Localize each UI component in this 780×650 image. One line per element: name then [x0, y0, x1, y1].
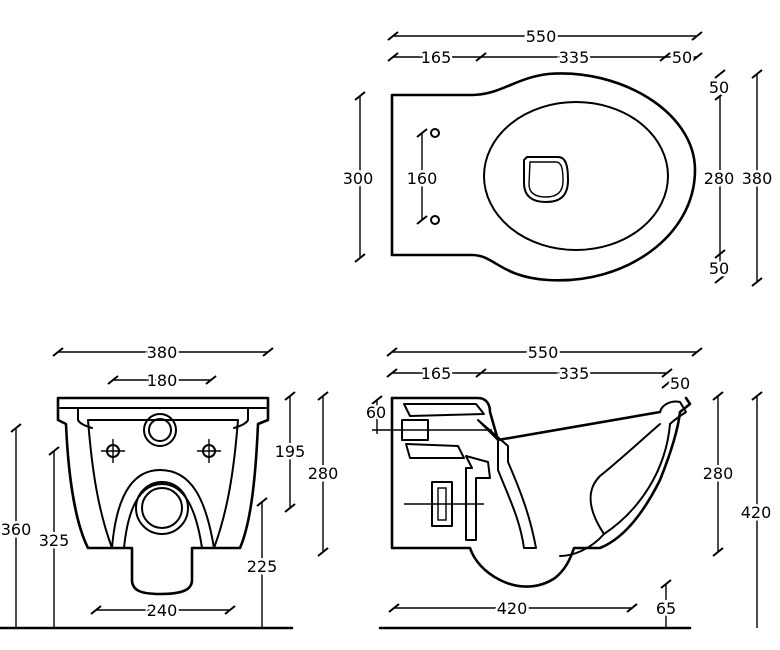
dim-side-550: 550	[528, 343, 559, 362]
front-view: 380 180 195 280 225 360 325 240	[0, 341, 341, 630]
dim-side-420-height: 420	[741, 503, 772, 522]
dim-top-side-50-lower: 50	[709, 259, 729, 278]
side-bowl-inner	[589, 423, 671, 535]
dim-front-380: 380	[147, 343, 178, 362]
dim-side-65: 65	[656, 599, 676, 618]
dim-top-335: 335	[559, 48, 590, 67]
fixing-hole-top	[430, 128, 440, 138]
dim-side-165: 165	[421, 364, 452, 383]
side-trap	[477, 419, 537, 549]
dim-top-380: 380	[742, 169, 773, 188]
dim-top-300: 300	[343, 169, 374, 188]
front-outlet-pipe	[135, 481, 189, 535]
dim-side-280: 280	[703, 464, 734, 483]
top-view-outline	[390, 72, 697, 282]
dim-top-50: 50	[672, 48, 692, 67]
dim-front-360: 360	[1, 520, 32, 539]
bowl-rim	[483, 101, 669, 251]
fixing-hole-bottom	[430, 215, 440, 225]
side-view: 550 165 335 50 60 280 420 420 65	[363, 341, 774, 630]
dim-top-165: 165	[421, 48, 452, 67]
side-wall-plate	[390, 396, 692, 588]
dim-front-325: 325	[39, 531, 70, 550]
front-view-outline	[56, 396, 270, 596]
front-inlet	[143, 413, 177, 447]
dim-top-160: 160	[407, 169, 438, 188]
drain-outlet	[523, 156, 569, 203]
dim-side-50: 50	[670, 374, 690, 393]
dim-top-550: 550	[526, 27, 557, 46]
dim-top-side-50-upper: 50	[709, 78, 729, 97]
dim-top-280: 280	[704, 169, 735, 188]
dim-side-335: 335	[559, 364, 590, 383]
dim-front-225: 225	[247, 557, 278, 576]
dim-front-195: 195	[275, 442, 306, 461]
dim-side-420-length: 420	[497, 599, 528, 618]
dim-front-180: 180	[147, 371, 178, 390]
drain-inner	[528, 161, 564, 198]
dim-front-280: 280	[308, 464, 339, 483]
dim-side-60: 60	[366, 403, 386, 422]
front-inner-bowl	[87, 419, 239, 549]
top-view: 550 165 335 50 300 160 50 280 50 380	[340, 25, 775, 287]
dim-front-240: 240	[147, 601, 178, 620]
